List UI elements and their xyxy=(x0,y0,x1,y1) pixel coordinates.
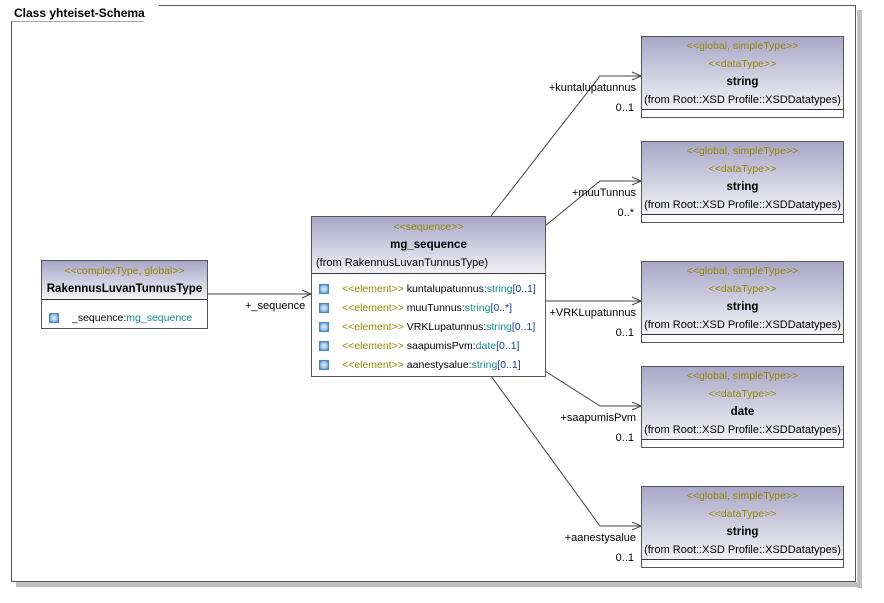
element-type: string xyxy=(486,283,513,295)
class-name: mg_sequence xyxy=(390,239,467,251)
element-icon xyxy=(319,322,329,332)
multiplicity-label: 0..1 xyxy=(615,432,634,444)
class-stereotype: <<global, simpleType>> xyxy=(686,40,799,52)
class-name: string xyxy=(726,76,759,88)
class-from: (from Root::XSD Profile::XSDDatatypes) xyxy=(644,199,841,211)
multiplicity-label: 0..* xyxy=(617,207,634,219)
element-type: string xyxy=(471,359,498,371)
frame-shadow xyxy=(16,582,862,587)
element-icon xyxy=(319,303,329,313)
element-multiplicity: [0..1] xyxy=(511,321,536,333)
class-stereotype: <<dataType>> xyxy=(708,283,777,295)
class-from: (from Root::XSD Profile::XSDDatatypes) xyxy=(644,319,841,331)
class-from: (from RakennusLuvanTunnusType) xyxy=(316,257,489,269)
element-icon xyxy=(319,360,329,370)
element-keyword: <<element>> xyxy=(342,283,404,295)
class-from: (from Root::XSD Profile::XSDDatatypes) xyxy=(644,544,841,556)
attribute-type: mg_sequence xyxy=(126,312,193,324)
association-line xyxy=(490,75,641,217)
class-name: string xyxy=(726,301,759,313)
association-line xyxy=(490,375,641,527)
element-multiplicity: [0..1] xyxy=(496,340,520,352)
attribute-name: _sequence: xyxy=(72,312,127,324)
sequence-element[interactable]: <<element>> aanestysalue:string[0..1] xyxy=(312,356,545,375)
class-stereotype: <<dataType>> xyxy=(708,58,777,70)
sequence-element[interactable]: <<element>> kuntalupatunnus:string[0..1] xyxy=(312,280,545,299)
class-datatype-string[interactable]: <<global, simpleType>> <<dataType>> string… xyxy=(641,141,844,223)
diagram-title: Class yhteiset-Schema xyxy=(11,5,159,21)
role-label: +saapumisPvm xyxy=(560,412,636,424)
class-stereotype: <<dataType>> xyxy=(708,508,777,520)
element-multiplicity: [0..1] xyxy=(497,359,521,371)
multiplicity-label: 0..1 xyxy=(615,102,634,114)
element-type: string xyxy=(464,302,491,314)
class-from: (from Root::XSD Profile::XSDDatatypes) xyxy=(644,424,841,436)
class-stereotype: <<global, simpleType>> xyxy=(686,370,799,382)
element-multiplicity: [0..1] xyxy=(512,283,536,295)
role-label: +VRKLupatunnus xyxy=(549,307,636,319)
attribute-icon xyxy=(49,313,59,323)
role-label: +_sequence xyxy=(245,300,306,312)
class-datatype-string[interactable]: <<global, simpleType>> <<dataType>> string… xyxy=(641,261,844,343)
element-name: aanestysalue: xyxy=(403,359,472,371)
class-rakennusluvantunnustype[interactable]: <<complexType, global>> RakennusLuvanTun… xyxy=(41,260,208,329)
class-stereotype: <<global, simpleType>> xyxy=(686,145,799,157)
class-mg-sequence[interactable]: <<sequence>> mg_sequence (from RakennusL… xyxy=(311,216,546,377)
multiplicity-label: 0..1 xyxy=(615,552,634,564)
association-line xyxy=(544,370,641,407)
multiplicity-label: 0..1 xyxy=(615,327,634,339)
class-from: (from Root::XSD Profile::XSDDatatypes) xyxy=(644,94,841,106)
element-multiplicity: [0..*] xyxy=(490,302,513,314)
sequence-element[interactable]: <<element>> muuTunnus:string[0..*] xyxy=(312,299,545,318)
class-name: string xyxy=(726,181,759,193)
sequence-element[interactable]: <<element>> saapumisPvm:date[0..1] xyxy=(312,337,545,356)
element-icon xyxy=(319,284,329,294)
class-stereotype: <<complexType, global>> xyxy=(64,265,185,277)
element-keyword: <<element>> xyxy=(342,302,404,314)
class-stereotype: <<global, simpleType>> xyxy=(686,265,799,277)
class-stereotype: <<dataType>> xyxy=(708,163,777,175)
element-name: muuTunnus: xyxy=(403,302,465,314)
class-datatype-string[interactable]: <<global, simpleType>> <<dataType>> string… xyxy=(641,486,844,568)
element-keyword: <<element>> xyxy=(342,321,404,333)
sequence-element[interactable]: <<element>> VRKLupatunnus:string[0..1] xyxy=(312,318,545,337)
frame-shadow xyxy=(857,10,862,588)
role-label: +muuTunnus xyxy=(571,187,636,199)
element-type: string xyxy=(486,321,512,333)
role-label: +kuntalupatunnus xyxy=(548,82,636,94)
element-name: VRKLupatunnus: xyxy=(403,321,487,333)
class-datatype-date[interactable]: <<global, simpleType>> <<dataType>> date (f… xyxy=(641,366,844,448)
element-type: date xyxy=(475,340,497,352)
element-keyword: <<element>> xyxy=(342,359,404,371)
element-name: kuntalupatunnus: xyxy=(403,283,487,295)
class-stereotype: <<global, simpleType>> xyxy=(686,490,799,502)
association-line xyxy=(544,180,641,227)
class-attribute[interactable]: _sequence:mg_sequence xyxy=(42,309,207,328)
element-icon xyxy=(319,341,329,351)
element-name: saapumisPvm: xyxy=(403,340,476,352)
class-stereotype: <<sequence>> xyxy=(393,221,464,233)
class-stereotype: <<dataType>> xyxy=(708,388,777,400)
class-name: string xyxy=(726,526,759,538)
class-datatype-string[interactable]: <<global, simpleType>> <<dataType>> string… xyxy=(641,36,844,118)
class-name: date xyxy=(730,406,755,418)
class-name: RakennusLuvanTunnusType xyxy=(46,283,203,295)
role-label: +aanestysalue xyxy=(564,532,636,544)
element-keyword: <<element>> xyxy=(342,340,404,352)
